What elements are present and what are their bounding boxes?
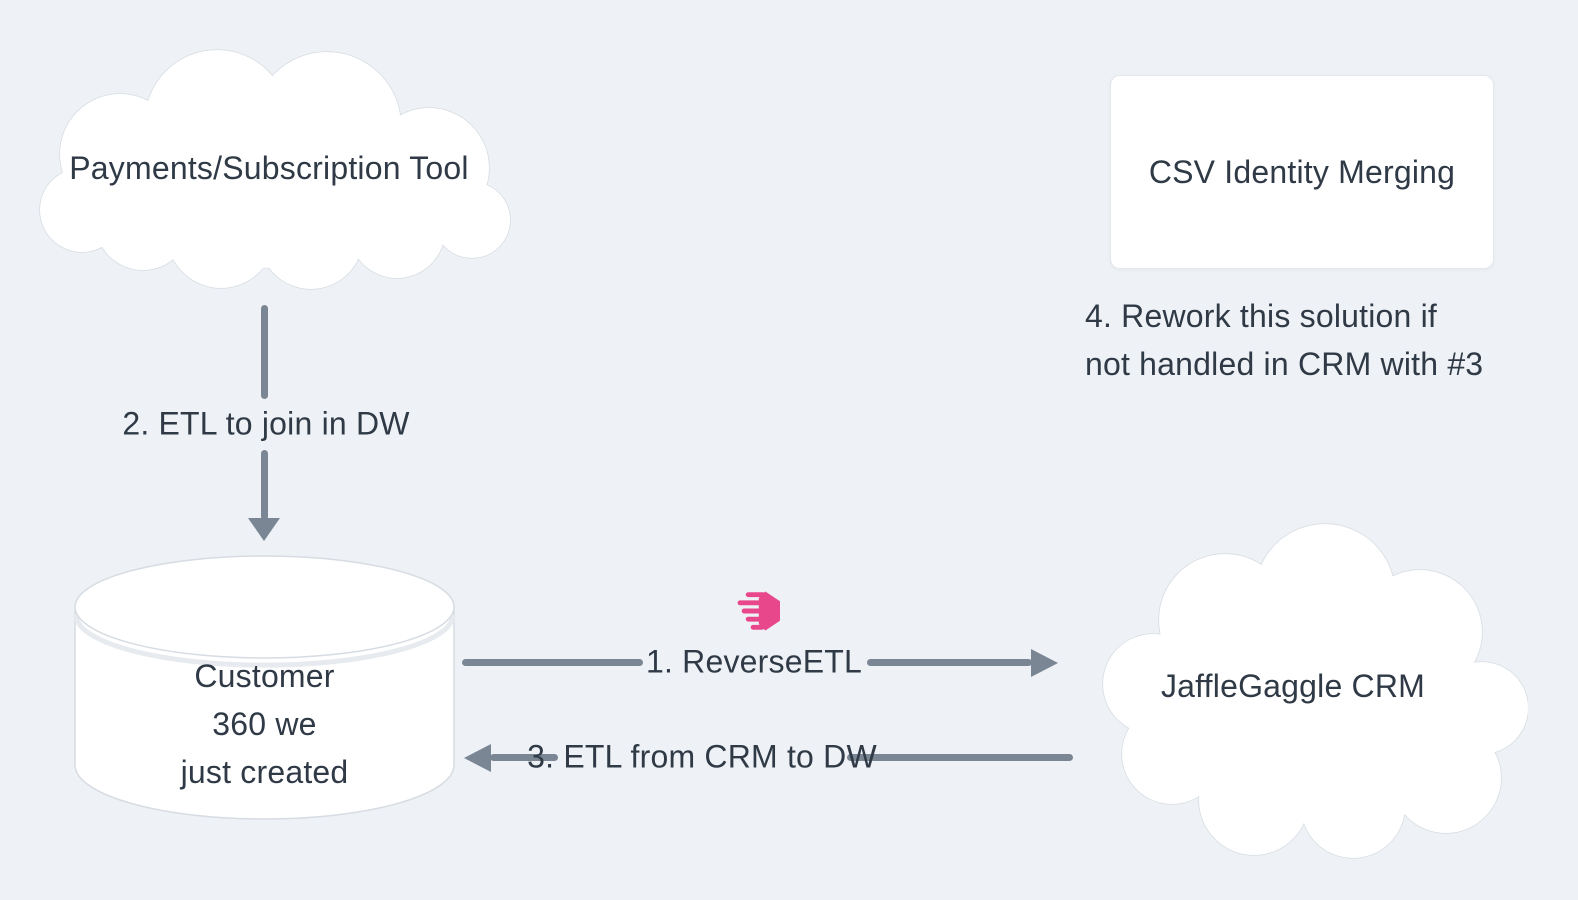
database-cylinder-shape	[73, 555, 456, 820]
node-payments-cloud: Payments/Subscription Tool	[25, 42, 513, 294]
arrow-reverse-etl-label: 1. ReverseETL	[645, 643, 863, 680]
arrow-etl-join-head-icon	[248, 518, 280, 541]
arrow-reverse-etl-head-icon	[1031, 649, 1058, 677]
arrow-etl-join-line-top	[261, 305, 268, 399]
node-customer-db: Customer 360 we just created	[73, 553, 456, 821]
arrow-reverse-etl-line-right	[867, 659, 1032, 666]
payments-cloud-label: Payments/Subscription Tool	[69, 150, 469, 186]
arrow-reverse-etl-line-left	[462, 659, 643, 666]
arrow-etl-join-label: 2. ETL to join in DW	[122, 405, 410, 442]
customer-db-label: Customer 360 we just created	[180, 658, 349, 790]
node-crm-cloud: JaffleGaggle CRM	[1058, 522, 1528, 860]
arrow-etl-join-line-bottom	[261, 450, 268, 520]
csv-card-label: CSV Identity Merging	[1148, 154, 1456, 190]
hightouch-logo-icon	[737, 591, 780, 631]
node-csv-card: CSV Identity Merging	[1110, 75, 1494, 269]
cloud-shape	[1102, 523, 1528, 859]
arrow-etl-from-crm-label: 3. ETL from CRM to DW	[527, 738, 877, 775]
rework-note: 4. Rework this solution if not handled i…	[1085, 298, 1484, 382]
arrow-etl-from-crm-line-left	[490, 754, 558, 761]
cloud-shape	[39, 49, 511, 290]
crm-cloud-label: JaffleGaggle CRM	[1160, 668, 1426, 704]
arrow-etl-from-crm-line-right	[847, 754, 1073, 761]
arrow-etl-from-crm-head-icon	[464, 744, 491, 772]
